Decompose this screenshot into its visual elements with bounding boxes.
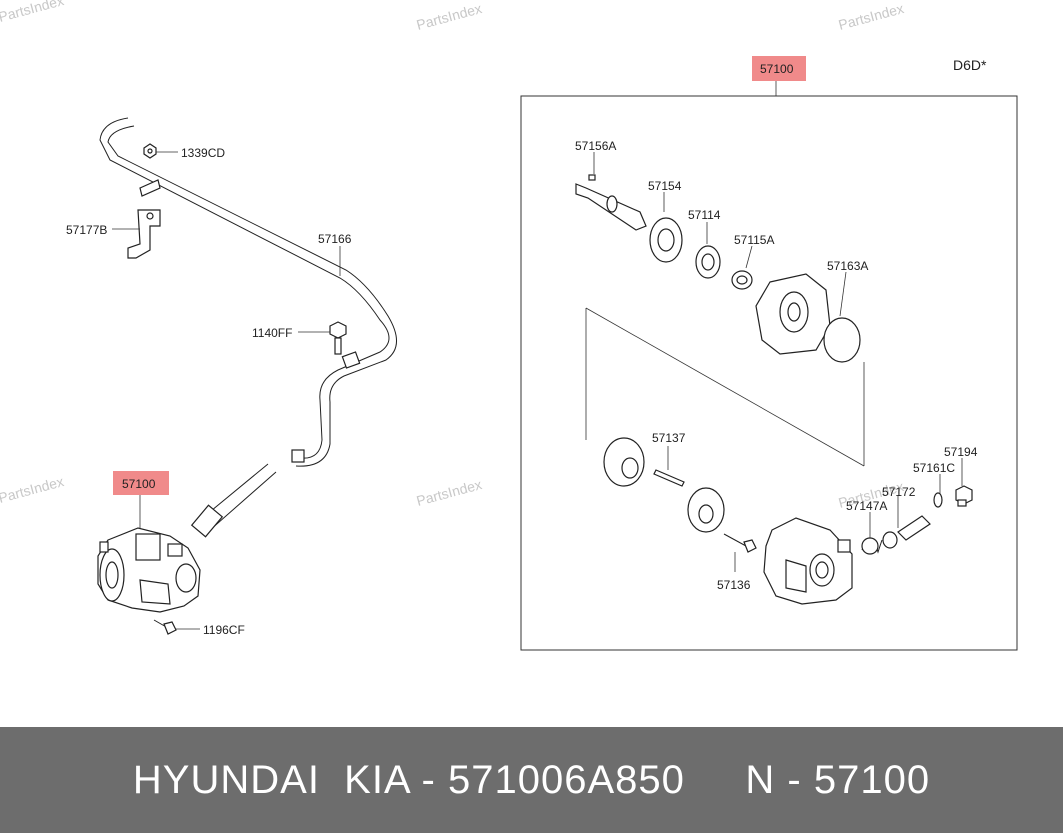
oring-57163A[interactable]	[823, 317, 861, 363]
bearing[interactable]	[649, 217, 683, 263]
label-57172: 57172	[882, 485, 916, 499]
label-1140FF: 1140FF	[252, 326, 292, 340]
label-57114: 57114	[688, 208, 721, 222]
label-57177B: 57177B	[66, 223, 107, 237]
valve-57172[interactable]	[882, 515, 931, 549]
key-57156A[interactable]	[588, 174, 596, 181]
plug-57194[interactable]	[955, 485, 973, 507]
footer-bar: HYUNDAI KIA - 571006A850 N - 57100	[0, 727, 1063, 833]
seal-57161C[interactable]	[933, 492, 943, 508]
highlight-57100-top	[752, 56, 806, 81]
label-57136: 57136	[717, 578, 751, 592]
watermark: PartsIndex	[0, 473, 65, 506]
pump-front-housing[interactable]	[755, 273, 831, 355]
spring-57147A[interactable]	[861, 537, 883, 555]
label-57161C: 57161C	[913, 461, 955, 475]
label-57137: 57137	[652, 431, 686, 445]
bolt-1140FF[interactable]	[329, 321, 347, 355]
label-57163A: 57163A	[827, 259, 868, 273]
bushing-57115A[interactable]	[731, 270, 753, 290]
watermark: PartsIndex	[837, 0, 906, 33]
label-57115A: 57115A	[734, 233, 774, 247]
parts-diagram: PartsIndex PartsIndex PartsIndex PartsIn…	[0, 0, 1018, 651]
rotor-ring[interactable]	[603, 437, 645, 487]
label-57100-top[interactable]: 57100	[760, 62, 794, 76]
exploded-view-frame	[520, 95, 1018, 651]
watermark: PartsIndex	[0, 0, 65, 25]
highlight-57100-left	[113, 471, 169, 495]
label-57154: 57154	[648, 179, 682, 193]
pin-57137[interactable]	[653, 469, 685, 487]
part-number-caption: HYUNDAI KIA - 571006A850 N - 57100	[132, 757, 931, 802]
shaft-57154[interactable]	[575, 183, 647, 231]
power-steering-pump-left[interactable]	[97, 527, 201, 613]
label-57166: 57166	[318, 232, 352, 246]
pressure-plate[interactable]	[687, 487, 725, 533]
header-code: D6D*	[953, 57, 987, 73]
label-1339CD: 1339CD	[181, 146, 225, 160]
bolt-1196CF[interactable]	[153, 619, 177, 635]
label-57100-left[interactable]: 57100	[122, 477, 156, 491]
bracket-57177B[interactable]	[127, 179, 161, 259]
label-57147A: 57147A	[846, 499, 887, 513]
watermark: PartsIndex	[415, 476, 484, 509]
bolt-57136[interactable]	[723, 533, 757, 553]
pump-rear-body[interactable]	[763, 517, 853, 605]
label-57194: 57194	[944, 445, 978, 459]
nut-1339CD[interactable]	[143, 143, 157, 159]
seal-57114[interactable]	[695, 245, 721, 279]
label-57156A: 57156A	[575, 139, 616, 153]
watermark: PartsIndex	[415, 0, 484, 33]
label-1196CF: 1196CF	[203, 623, 245, 637]
hose-57166[interactable]	[99, 117, 397, 538]
